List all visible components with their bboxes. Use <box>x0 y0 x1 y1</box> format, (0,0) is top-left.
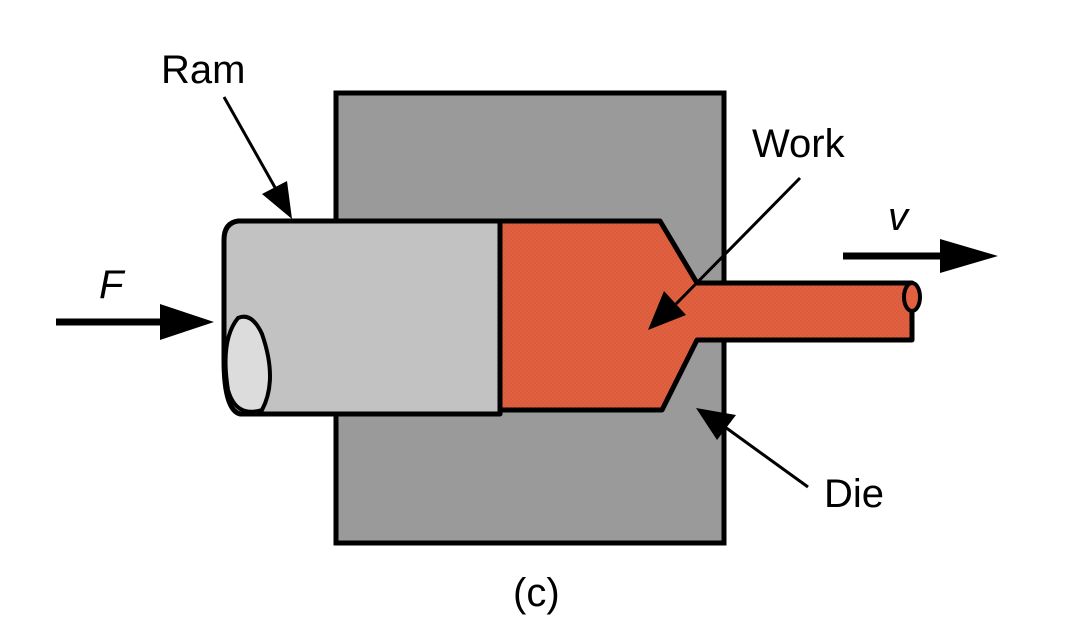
die-leader-arrow <box>696 408 809 489</box>
work-leader-arrow <box>648 176 802 330</box>
work-rod-end <box>902 281 922 313</box>
force-arrow <box>56 304 214 340</box>
velocity-arrow <box>843 239 998 273</box>
die-label: Die <box>824 472 884 516</box>
work-billet <box>497 218 915 413</box>
ram-leader-arrow <box>222 96 292 219</box>
velocity-label: v <box>888 195 910 239</box>
force-label: F <box>99 263 126 307</box>
ram-end-face <box>223 314 272 414</box>
work-label: Work <box>752 122 846 166</box>
caption-label: (c) <box>513 571 560 615</box>
ram-label: Ram <box>161 48 245 92</box>
